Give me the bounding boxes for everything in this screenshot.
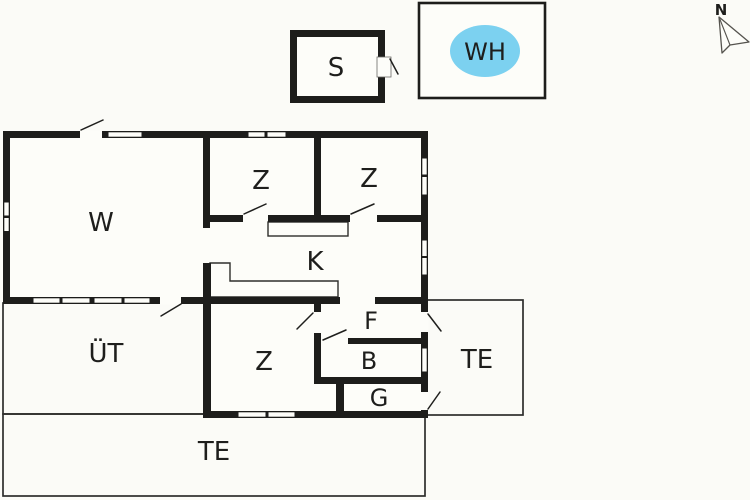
wall-bedroom1-bottom-a [209,215,243,222]
door-gap-right-wall-upper [420,312,429,332]
wall-hall-bedroom-divider [314,333,321,378]
window-right-wall-a [421,157,428,176]
door-gap-covered-terrace [160,296,181,305]
door-swing-sauna [389,58,399,75]
wall-bathroom-bottom [314,377,428,384]
sauna-building [290,30,399,103]
room-label-z-top-right: Z [360,164,378,194]
door-swing-bedroom3 [296,312,314,330]
window-left-wall-a [3,201,10,217]
room-label-wh: WH [464,38,506,66]
room-label-w: W [88,208,114,238]
room-label-g: G [370,384,389,412]
window-terrace-divider-a [32,297,61,304]
door-swing-top-entrance [80,119,104,131]
door-swing-bedroom1 [243,203,267,215]
whirlpool-box [417,1,547,100]
sauna-interior [297,37,378,96]
wall-kitchen-bottom-left [203,297,340,304]
sauna-door-gap [376,56,392,78]
door-swing-covered-terrace [160,303,182,317]
whirlpool-ellipse [450,25,520,77]
north-arrow-fold-line [718,16,731,46]
door-swings [80,119,442,410]
door-gap-top-wall [80,130,102,139]
wall-exterior-top [3,131,428,138]
room-label-te-bottom: TE [197,437,230,467]
door-swing-terrace-upper [427,313,442,332]
window-right-wall-b [421,176,428,196]
wall-living-bedroom-divider [203,138,210,228]
window-right-wall-d [421,257,428,276]
window-left-wall-b [3,217,10,232]
room-label-s: S [328,53,345,83]
door-swing-bedroom2 [350,203,375,215]
room-label-z-bottom: Z [255,347,273,377]
door-swing-terrace-lower [427,391,441,410]
wall-bedroom-bottom-b [268,215,350,222]
window-terrace-divider-b [61,297,91,304]
room-label-k: K [306,247,324,277]
wall-g-room-left [336,384,344,411]
door-openings [80,130,429,410]
window-right-wall-c [421,239,428,257]
room-labels: W Z Z K ÜT Z F B G TE TE S WH [88,38,506,467]
wall-bedroom2-bottom-c [377,215,421,222]
window-top-wall-mid-a [247,131,266,138]
wall-exterior-bottom [203,411,428,418]
counter-under-z-wall [267,221,349,237]
window-top-wall-mid-b [266,131,287,138]
room-label-uet: ÜT [89,337,124,369]
windows [3,131,428,418]
window-top-wall-left [107,131,143,138]
wall-bathroom-top [348,338,421,344]
compass: N [715,1,750,54]
compass-label: N [715,1,728,19]
wall-kitchen-bottom-right [375,297,421,304]
door-swing-bathroom [322,329,347,341]
window-bottom-wall-b [267,411,296,418]
room-label-z-top-left: Z [252,166,270,196]
room-label-te-right: TE [460,345,493,375]
window-bathroom-right [421,347,428,373]
wall-hall-bedroom-divider-stub [314,303,321,312]
wall-bedroom-bedroom-divider [314,138,321,222]
room-label-b: B [361,347,377,375]
door-gap-right-wall-lower [420,392,429,410]
window-bottom-wall-a [237,411,267,418]
room-label-f: F [364,307,378,335]
wall-bedroom3-left [203,263,211,418]
window-terrace-divider-d [123,297,151,304]
window-terrace-divider-c [93,297,123,304]
